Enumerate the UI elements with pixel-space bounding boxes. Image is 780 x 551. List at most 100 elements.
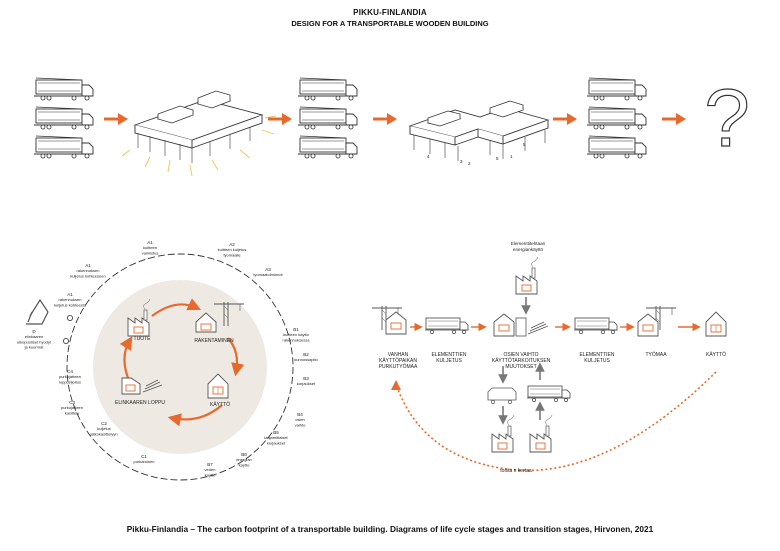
outer-stage-label: laajamittaiset bbox=[264, 435, 288, 440]
cycle-node-a1 bbox=[67, 314, 74, 321]
outer-stage-label: B2 bbox=[303, 352, 309, 357]
outer-stage-label: vaihto bbox=[295, 422, 306, 427]
truck-group-1 bbox=[33, 77, 94, 159]
outer-stage-label: A1 bbox=[85, 263, 91, 268]
label-rakentaminen: RAKENTAMINEN bbox=[194, 338, 234, 344]
outer-stage-label: A1 bbox=[67, 292, 73, 297]
flow-truck-2-icon bbox=[573, 317, 618, 335]
flow-truck-1-icon bbox=[424, 317, 469, 335]
outer-stage-label: B7 bbox=[207, 462, 213, 467]
outer-stage-label: A2 bbox=[229, 242, 235, 247]
truck-group-3 bbox=[586, 77, 647, 159]
outer-stage-label: rakennuksen bbox=[77, 268, 100, 273]
flow-factory-bottom-left-icon bbox=[491, 414, 515, 453]
outer-stage-label: C2 bbox=[101, 421, 107, 426]
outer-stage-label: B5 bbox=[273, 430, 279, 435]
outer-stage-label: rakennuksen bbox=[59, 297, 82, 302]
elinkaaren-loppu-icon bbox=[121, 377, 163, 395]
flow-step-label: KÄYTTÖPAIKAN bbox=[379, 357, 417, 364]
outer-stage-label: korjaukset bbox=[267, 440, 286, 445]
outer-stage-label: tyomaatoiminnot bbox=[253, 272, 283, 277]
flow-step-label: ELEMENTTIEN bbox=[579, 352, 614, 358]
outer-stage-label: kuitteen kuljetus bbox=[218, 247, 247, 252]
label-kaytto: KÄYTTÖ bbox=[210, 401, 230, 408]
outer-stage-label: kaytto bbox=[205, 472, 216, 477]
outer-stage-label: kaytto bbox=[239, 462, 250, 467]
outer-stage-label: loppusijoitus bbox=[59, 379, 81, 384]
flow-renovation-icon bbox=[493, 313, 549, 337]
outer-stage-label: B1 bbox=[293, 327, 299, 332]
factory-energy-label-1: Elementtitehtaan bbox=[511, 241, 546, 246]
page-subtitle: DESIGN FOR A TRANSPORTABLE WOODEN BUILDI… bbox=[291, 19, 489, 28]
outer-stage-label: osien bbox=[295, 417, 305, 422]
outer-stage-label: ulkopuoliset hyodyt bbox=[17, 339, 52, 344]
flow-step-label: VANHAN bbox=[388, 352, 409, 358]
loop-label: toista n kertaa bbox=[500, 468, 532, 474]
flow-step-label: MUUTOKSET bbox=[505, 364, 536, 370]
outer-stage-label: A3 bbox=[265, 267, 271, 272]
outer-stage-label: purkujatteen bbox=[61, 405, 83, 410]
outer-stage-label: kasittely bbox=[65, 410, 79, 415]
question-mark: ? bbox=[704, 73, 750, 164]
arrow-2 bbox=[268, 113, 292, 125]
svg-text:3: 3 bbox=[460, 159, 463, 164]
arrow-4 bbox=[553, 113, 577, 125]
outer-stage-label: kuitteen bbox=[143, 245, 157, 250]
flow-step-label: KULJETUS bbox=[436, 358, 462, 364]
outer-stage-label: kuljetus kohteeseen bbox=[70, 273, 105, 278]
flow-step-label: KÄYTTÖTARKOITUKSEN bbox=[492, 357, 551, 364]
flow-step-label: KULJETUS bbox=[584, 358, 610, 364]
outer-stage-label: D bbox=[32, 329, 36, 334]
outer-stage-label: C3 bbox=[69, 400, 75, 405]
label-elinkaaren-loppu: ELINKAAREN LOPPU bbox=[115, 400, 165, 406]
outer-stage-label: tyomaalle bbox=[223, 252, 241, 257]
flow-step-label: OSIEN VAIHTO bbox=[503, 352, 538, 358]
flow-step-label: ELEMENTTIEN bbox=[431, 352, 466, 358]
flow-crane-site-icon bbox=[637, 305, 677, 337]
outer-stage-label: kuljetus bbox=[97, 426, 111, 431]
outer-stage-label: kuljetus kohteesta bbox=[54, 302, 87, 307]
outer-stage-label: ja kuormat bbox=[24, 345, 45, 350]
building-small-iso bbox=[121, 90, 277, 177]
outer-stage-label: B6 bbox=[241, 452, 247, 457]
flow-step-label: TYÖMAA bbox=[645, 351, 667, 358]
outer-stage-label: kunnossapito bbox=[294, 357, 318, 362]
rakentaminen-crane-icon bbox=[195, 301, 245, 333]
outer-stage-label: purkujatteen bbox=[59, 374, 81, 379]
outer-stage-label: B3 bbox=[303, 376, 309, 381]
outer-stage-label: C4 bbox=[67, 369, 73, 374]
svg-text:4: 4 bbox=[427, 154, 430, 159]
arrow-5 bbox=[662, 113, 686, 125]
outer-stage-label: jatkokasittelyyn bbox=[89, 431, 117, 436]
outer-stage-label: veden bbox=[205, 467, 216, 472]
outer-stage-label: B4 bbox=[297, 412, 303, 417]
flow-step-label: KÄYTTÖ bbox=[706, 351, 726, 358]
cycle-node-c4 bbox=[63, 337, 70, 344]
outer-stage-label: valmistus bbox=[142, 250, 159, 255]
outer-stage-label: energian bbox=[236, 457, 252, 462]
arrow-3 bbox=[373, 113, 397, 125]
svg-text:2: 2 bbox=[468, 161, 471, 166]
outer-stage-label: korjaukset bbox=[297, 381, 316, 386]
svg-text:1: 1 bbox=[510, 154, 513, 159]
flow-step-label: PURKUTYÖMAA bbox=[379, 363, 418, 370]
outer-stage-label: rakennuksessa bbox=[283, 337, 311, 342]
flow-diagram bbox=[371, 256, 727, 472]
arrow-1 bbox=[104, 113, 128, 125]
label-tuote: TUOTE bbox=[134, 336, 152, 342]
outer-stage-label: elinkaaren bbox=[25, 334, 43, 339]
outer-stage-label: A1 bbox=[147, 240, 153, 245]
page-title: PIKKU-FINLANDIA bbox=[353, 8, 427, 17]
flow-recycling-truck-icon bbox=[487, 387, 517, 404]
factory-energy-label-2: energiankäyttö bbox=[513, 247, 544, 252]
flow-crane-demolition-icon bbox=[371, 305, 407, 335]
svg-text:5: 5 bbox=[523, 142, 526, 147]
figure-caption: Pikku-Finlandia – The carbon footprint o… bbox=[126, 524, 654, 534]
truck-group-2 bbox=[297, 77, 358, 159]
flow-house-icon bbox=[705, 311, 727, 337]
flow-delivery-truck-icon bbox=[526, 385, 571, 403]
flow-factory-bottom-right-icon bbox=[529, 414, 553, 453]
